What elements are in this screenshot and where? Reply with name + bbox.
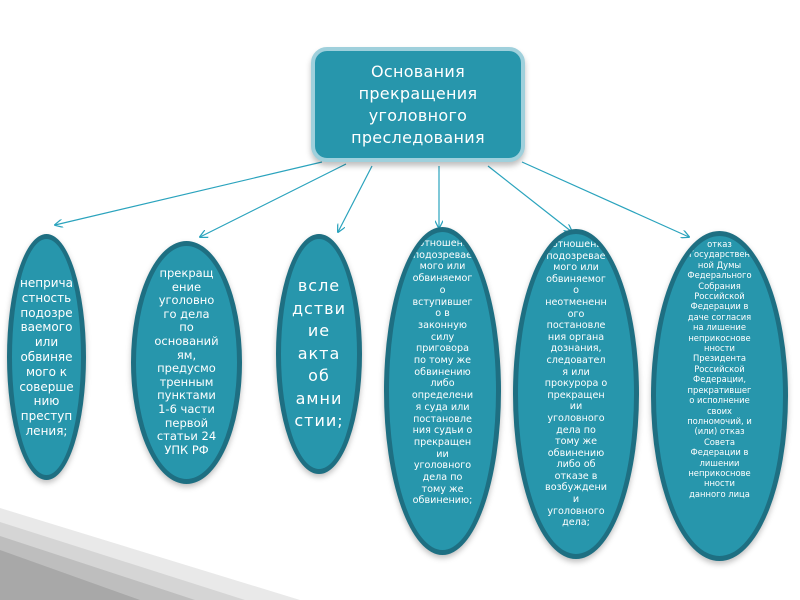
ground-text-6: отказ Государствен ной Думы Федерального… (687, 239, 752, 499)
ground-text-3: всле дстви ие акта об амни стии; (291, 276, 346, 430)
ground-oval-5: в отношении подозревае мого или обвиняем… (513, 229, 639, 559)
arrow-1 (55, 161, 323, 225)
ground-oval-1: неприча стность подозре ваемого или обви… (7, 234, 86, 480)
ground-text-4: в отношении подозревае мого или обвиняем… (409, 238, 476, 507)
ground-oval-2: прекращ ение уголовно го дела по основан… (131, 241, 242, 484)
arrow-5 (487, 165, 572, 232)
ground-oval-6: отказ Государствен ной Думы Федерального… (651, 231, 788, 561)
root-title: Основания прекращения уголовного преслед… (351, 61, 485, 147)
arrow-2 (200, 163, 347, 237)
ground-text-1: неприча стность подозре ваемого или обви… (19, 276, 74, 438)
ground-text-5: в отношении подозревае мого или обвиняем… (543, 239, 609, 529)
root-node: Основания прекращения уголовного преслед… (311, 47, 525, 162)
ground-oval-4: в отношении подозревае мого или обвиняем… (384, 227, 501, 555)
ground-oval-3: всле дстви ие акта об амни стии; (276, 234, 362, 474)
arrow-6 (521, 161, 689, 237)
arrow-3 (338, 165, 373, 232)
ground-text-2: прекращ ение уголовно го дела по основан… (154, 266, 219, 457)
